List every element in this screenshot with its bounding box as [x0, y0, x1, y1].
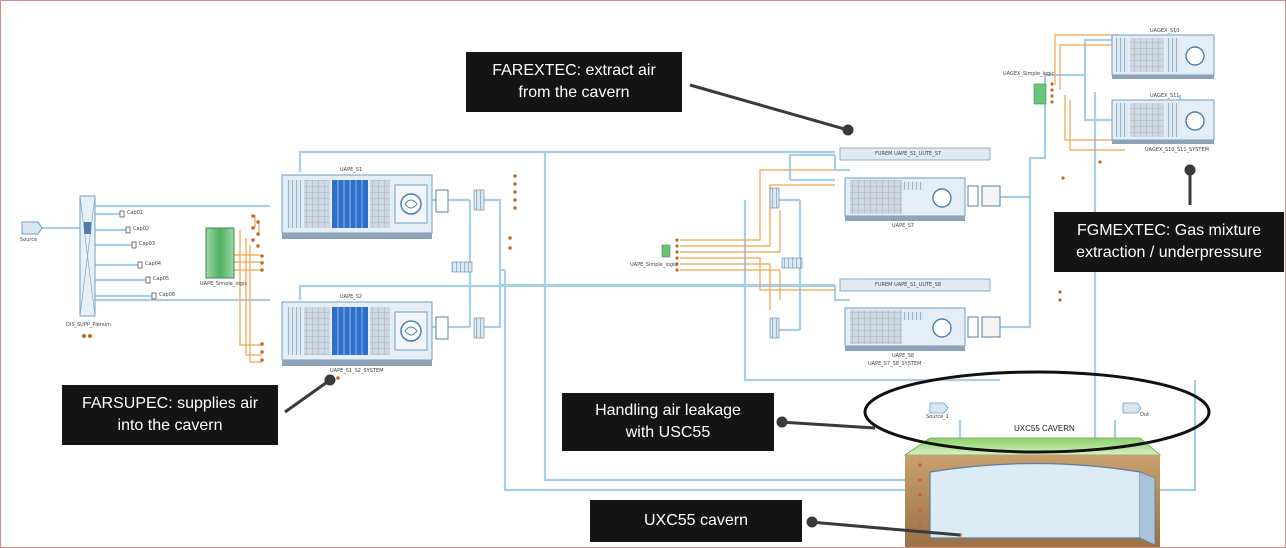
leakage-callout: Handling air leakage with USC55	[562, 393, 774, 451]
extract-logic-block	[662, 245, 670, 257]
cavern-out-block	[1123, 403, 1141, 413]
uxc55-callout: UXC55 cavern	[590, 500, 802, 542]
source-label: Source	[20, 237, 37, 243]
manifold-ports	[82, 334, 92, 338]
manifold	[80, 196, 95, 316]
extract-top-bar-label: FUREM UAPE_S1_UUTE_S7	[875, 151, 941, 157]
extract-unit-bottom	[770, 308, 1000, 351]
extract-top-label: UAPE_S7	[892, 223, 914, 229]
cavern-title: UXC55 CAVERN	[1014, 424, 1075, 433]
cavern-block	[905, 438, 1160, 547]
gas-unit-bottom	[1112, 100, 1214, 144]
fgmextec-callout: FGMEXTEC: Gas mixture extraction / under…	[1054, 212, 1284, 272]
supply-logic-label: UAPE_Simple_logic	[200, 281, 247, 287]
farsupec-callout: FARSUPEC: supplies air into the cavern	[62, 385, 278, 445]
cap3-label: Cap03	[139, 241, 155, 247]
extract-logic-label: UAPE_Simple_logic	[630, 262, 677, 268]
extract-bottom-label: UAPE_S8	[892, 353, 914, 359]
cap4-label: Cap04	[145, 261, 161, 267]
gas-logic-ports	[1050, 82, 1053, 103]
ahu-top	[282, 175, 484, 239]
manifold-label: DIS_SUPP_Plenum	[66, 322, 111, 328]
supply-mid-damper	[452, 262, 472, 272]
supply-logic-block	[206, 228, 234, 278]
cavern-source-label: Source_1	[926, 414, 949, 420]
cap5-label: Cap05	[153, 276, 169, 282]
source-block	[22, 222, 42, 234]
ahu-top-label: UAPE_S1	[340, 167, 362, 173]
farextec-callout: FAREXTEC: extract air from the cavern	[466, 52, 682, 112]
ahu-bottom	[282, 302, 484, 366]
extract-bottom-bar-label: FUREM UAPE_S1_UUTE_S8	[875, 282, 941, 288]
gas-unit-top	[1112, 35, 1214, 79]
gas-bottom-label: UAGEX_S11	[1150, 93, 1180, 99]
gas-ports	[1098, 160, 1101, 163]
cap2-label: Cap02	[133, 226, 149, 232]
gas-logic-block	[1034, 84, 1046, 104]
gas-logic-label: UAGEX_Simple_logic	[1003, 71, 1054, 77]
cap1-label: Cap01	[127, 210, 143, 216]
ahu-system-label: UAPE_S1_S2_SYSTEM	[330, 368, 383, 374]
ahu-bottom-label: UAPE_S2	[340, 294, 362, 300]
cap-blocks	[120, 211, 156, 299]
extract-mid-damper	[782, 258, 802, 268]
gas-system-label: UAGEX_S10_S11_SYSTEM	[1145, 147, 1209, 153]
cavern-source-block	[930, 403, 948, 413]
supply-logic-ports	[251, 214, 264, 362]
extract-system-label: UAPE_S7_S8_SYSTEM	[868, 361, 921, 367]
cavern-out-label: Out	[1140, 412, 1149, 418]
cap6-label: Cap06	[159, 292, 175, 298]
gas-top-label: UAGEX_S10	[1150, 28, 1180, 34]
